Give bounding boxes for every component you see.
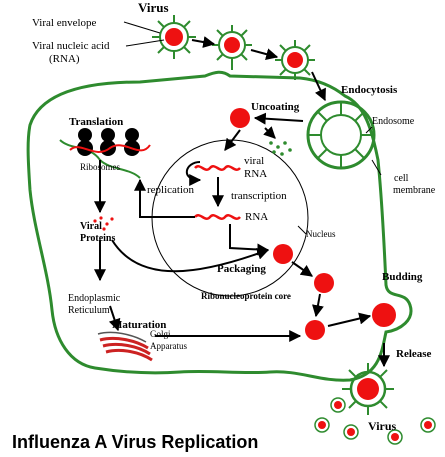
label-viral-rna-1: viral [244,155,264,167]
diagram-title: Influenza A Virus Replication [12,432,258,452]
cell-membrane [26,70,413,382]
label-viral-envelope: Viral envelope [32,17,97,29]
label-viral-proteins-1: Viral [80,221,102,232]
label-transcription: transcription [231,190,287,202]
label-er-2: Reticulum [68,305,110,316]
label-cell-2: membrane [393,185,436,196]
label-budding: Budding [382,271,423,283]
label-endosome: Endosome [372,116,415,127]
label-uncoating: Uncoating [251,101,300,113]
ribosomes [69,128,151,156]
mrna-wave [194,214,241,220]
label-viral-rna-2: RNA [244,168,267,180]
label-replication: replication [147,184,195,196]
label-pointers [123,21,382,235]
core-migrating-2 [305,320,325,340]
viral-protein-dots [93,216,114,231]
uncoated-core [230,108,250,128]
virus-particle-top [152,15,196,59]
endosome [306,100,376,170]
label-translation: Translation [69,116,123,128]
viral-rna-wave [194,165,241,171]
virus-particle-entering [275,40,315,80]
label-endocytosis: Endocytosis [341,84,398,96]
label-er-1: Endoplasmic [68,293,121,304]
core-budding [372,303,396,327]
label-cell-1: cell [394,173,409,184]
label-rna: RNA [245,211,268,223]
virus-particle-attaching [212,25,252,70]
core-migrating-1 [314,273,334,293]
released-virus-large [342,363,394,415]
label-golgi-1: Golgi [150,329,171,339]
label-viral-nucleic-acid-1: Viral nucleic acid [32,40,110,52]
label-viral-proteins-2: Proteins [80,233,115,244]
label-nucleus: Nucleus [306,229,336,239]
label-ribosomes: Ribosomes [80,162,121,172]
label-viral-nucleic-acid-2: (RNA) [49,53,80,65]
label-ribonucleoprotein-core: Ribonucleoprotein core [201,291,291,301]
label-packaging: Packaging [217,263,266,275]
label-golgi-2: Apparatus [150,341,187,351]
label-virus-bottom: Virus [368,419,397,433]
core-packaging [273,244,293,264]
golgi-apparatus [97,331,153,362]
flow-arrows [94,36,390,368]
released-virus-small [314,397,436,445]
label-release: Release [396,348,432,360]
released-proteins [269,141,292,156]
label-maturation: Maturation [112,319,166,331]
label-virus-top: Virus [138,0,169,15]
